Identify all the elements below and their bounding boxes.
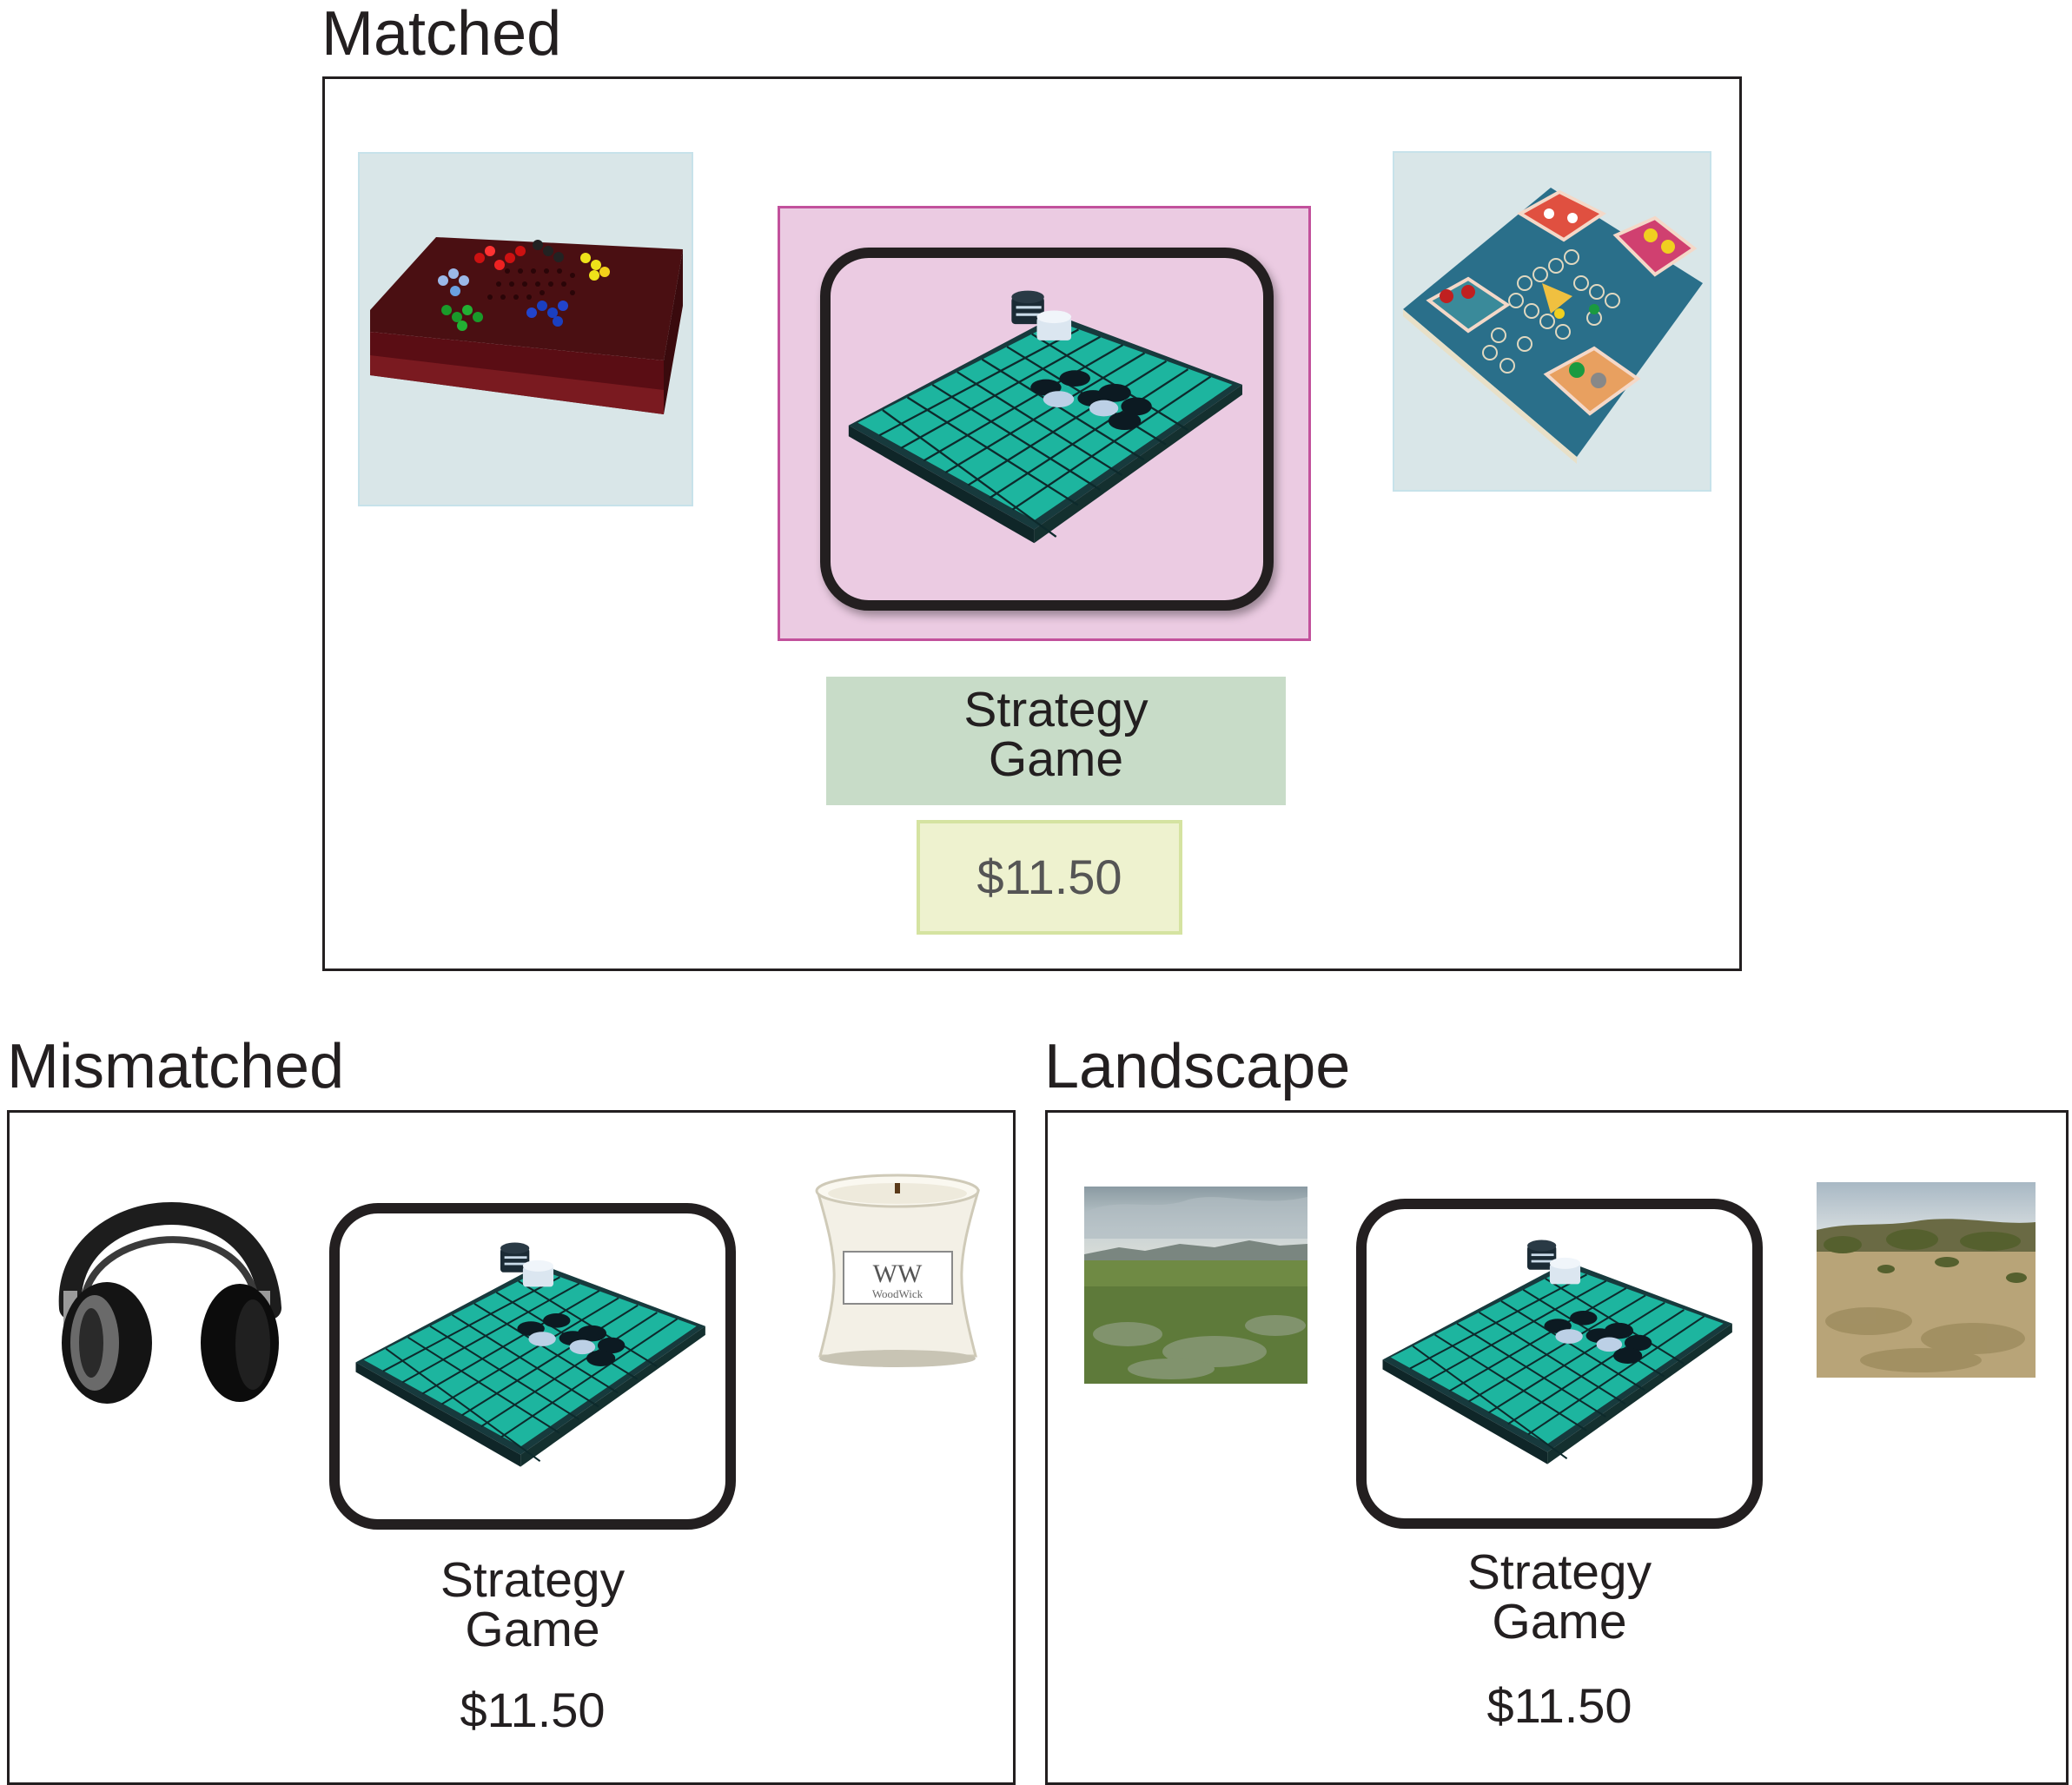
label-line2: Game [988, 731, 1124, 787]
strategy-game-board-image [847, 289, 1244, 545]
landscape-photo-green [1084, 1187, 1307, 1384]
mismatched-panel: Strategy Game $11.50 WW WoodWick [7, 1110, 1016, 1785]
candle-label-text: WoodWick [872, 1287, 923, 1300]
landscape-panel: Strategy Game $11.50 [1045, 1110, 2069, 1785]
label-line2: Game [1492, 1594, 1627, 1649]
product-price: $11.50 [976, 850, 1122, 904]
strategy-game-board-image [354, 1241, 706, 1468]
chinese-checkers-image [370, 237, 683, 414]
headphones-image [58, 1201, 281, 1404]
label-line1: Strategy [440, 1552, 626, 1608]
svg-text:WW: WW [873, 1259, 923, 1288]
target-product-frame[interactable] [820, 248, 1274, 611]
label-highlight-area: Strategy Game [826, 677, 1286, 805]
ludo-option[interactable] [1393, 151, 1711, 492]
landscape-photo-dry [1817, 1182, 2036, 1378]
landscape-target-frame[interactable] [1356, 1199, 1763, 1529]
product-label: Strategy Game [329, 1556, 736, 1655]
headphones-option[interactable] [44, 1160, 288, 1412]
product-label: Strategy Game [826, 685, 1286, 784]
product-price: $11.50 [460, 1683, 606, 1737]
product-label: Strategy Game [1356, 1548, 1763, 1647]
landscape-left-option[interactable] [1084, 1187, 1307, 1384]
mismatched-target-frame[interactable] [329, 1203, 736, 1530]
label-line1: Strategy [1466, 1544, 1652, 1600]
chinese-checkers-option[interactable] [358, 152, 693, 506]
matched-panel: Strategy Game $11.50 [322, 76, 1742, 971]
ludo-board-image [1403, 188, 1703, 464]
section-heading-matched: Matched [321, 0, 562, 69]
strategy-game-board-image [1381, 1239, 1733, 1465]
label-line2: Game [465, 1602, 600, 1657]
candle-option[interactable]: WW WoodWick [804, 1169, 991, 1373]
landscape-right-option[interactable] [1817, 1182, 2036, 1378]
product-price: $11.50 [1486, 1678, 1632, 1733]
label-line1: Strategy [963, 682, 1149, 737]
price-highlight-area: $11.50 [917, 820, 1182, 935]
candle-image: WW WoodWick [815, 1173, 981, 1367]
section-heading-landscape: Landscape [1044, 1032, 1351, 1101]
section-heading-mismatched: Mismatched [7, 1032, 345, 1101]
target-highlight-area [778, 206, 1311, 641]
